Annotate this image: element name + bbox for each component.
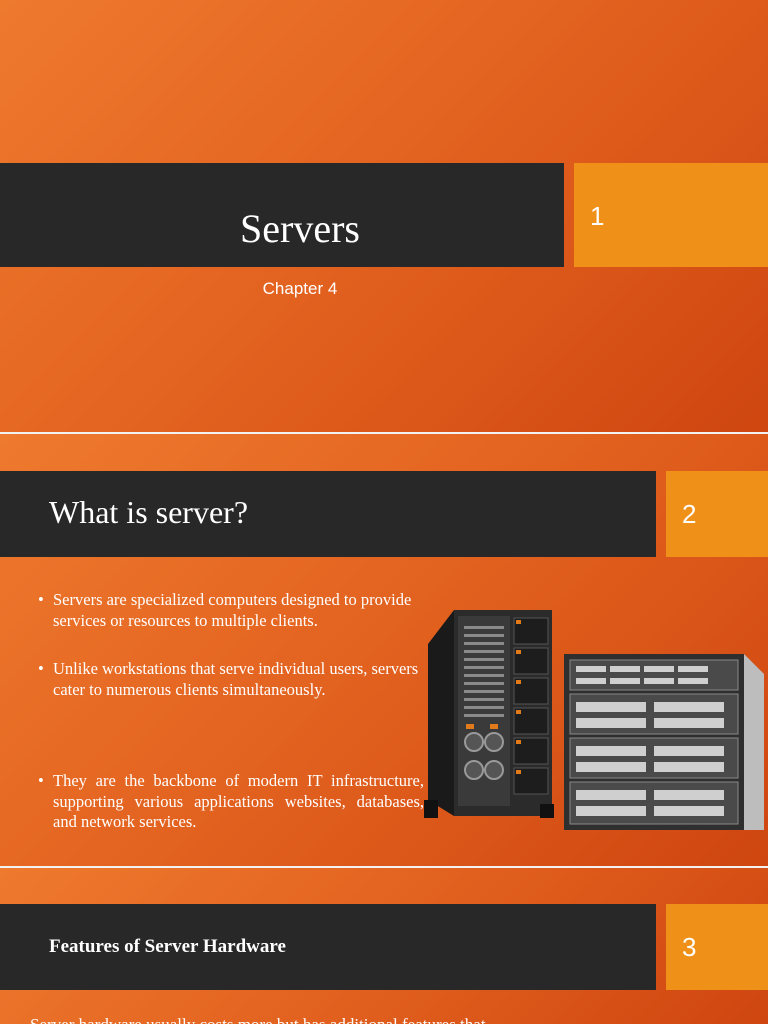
slide-number-box: 1	[574, 163, 768, 267]
bullet-item: • Unlike workstations that serve individ…	[38, 659, 424, 700]
title-bar	[0, 471, 656, 557]
rack-server-icon	[564, 654, 764, 830]
slide-2[interactable]: What is server? 2 • Servers are speciali…	[0, 434, 768, 866]
slide-title: Servers	[240, 206, 360, 251]
bullet-dot-icon: •	[38, 659, 44, 678]
slide-number: 2	[682, 499, 697, 529]
slide-body-text: Server hardware usually costs more but h…	[30, 1015, 486, 1024]
slide-number: 1	[590, 201, 605, 231]
bullet-item: • They are the backbone of modern IT inf…	[38, 771, 424, 833]
slide-subtitle: Chapter 4	[262, 279, 338, 298]
slide-title: What is server?	[49, 494, 249, 530]
title-bar	[0, 904, 656, 990]
slide-number-box: 2	[666, 471, 768, 557]
bullet-dot-icon: •	[38, 590, 44, 609]
bullet-text: Unlike workstations that serve individua…	[53, 659, 419, 699]
bullet-text: Servers are specialized computers design…	[53, 590, 412, 630]
slide-number-box: 3	[666, 904, 768, 990]
server-hardware-image	[424, 610, 764, 830]
slide-number: 3	[682, 932, 697, 962]
tower-server-icon	[424, 610, 554, 818]
slide-1[interactable]: Servers 1 Chapter 4	[0, 0, 768, 432]
bullet-item: • Servers are specialized computers desi…	[38, 590, 424, 631]
title-bar	[0, 163, 564, 267]
slide-3[interactable]: Features of Server Hardware 3 Server har…	[0, 868, 768, 1024]
bullet-dot-icon: •	[38, 771, 44, 790]
bullet-text: They are the backbone of modern IT infra…	[53, 771, 424, 831]
slide-title: Features of Server Hardware	[49, 936, 286, 957]
